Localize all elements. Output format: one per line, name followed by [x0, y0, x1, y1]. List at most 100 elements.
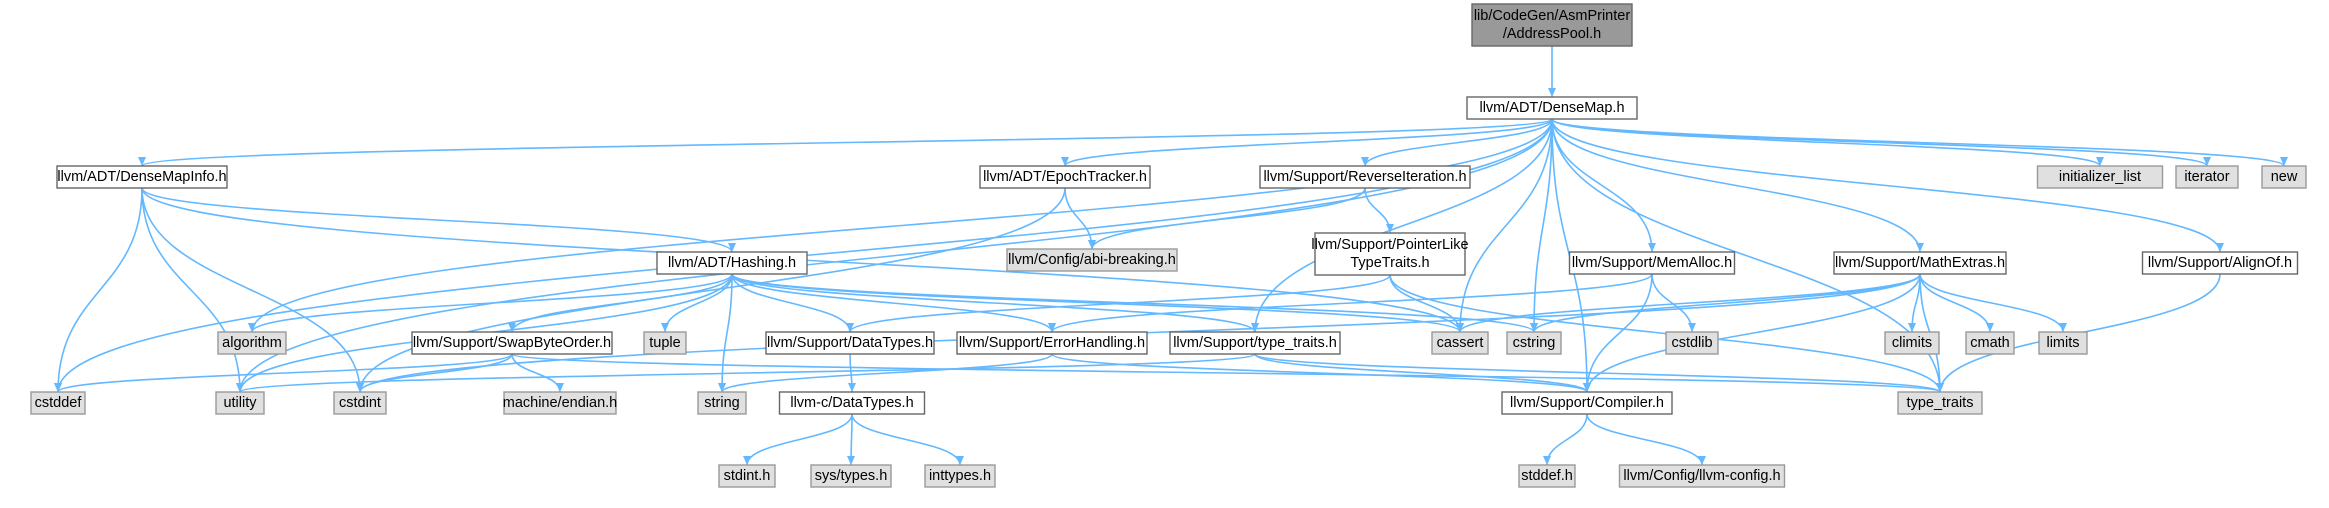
edge-compiler-to-stddefh: [1543, 413, 1588, 466]
node-label-reverseiteration: llvm/Support/ReverseIteration.h: [1263, 169, 1466, 185]
edge-densemap-to-algorithm: [248, 118, 1553, 333]
edge-densemap-to-mathextras: [1551, 118, 1924, 253]
node-label-errorhandling: llvm/Support/ErrorHandling.h: [959, 335, 1145, 351]
node-algorithm: algorithm: [217, 331, 287, 355]
node-cdatatypes[interactable]: llvm-c/DataTypes.h: [778, 391, 926, 415]
node-box-abibreaking: [1006, 248, 1178, 272]
node-box-systypes: [810, 464, 892, 488]
edge-densemap-to-epochtracker: [1061, 118, 1553, 167]
edge-densemap-to-alignof: [1551, 118, 2224, 253]
edge-mathextras-to-cstring: [1530, 273, 1921, 333]
node-stdinth: stdint.h: [718, 464, 776, 488]
node-compiler[interactable]: llvm/Support/Compiler.h: [1501, 391, 1673, 415]
node-label-epochtracker: llvm/ADT/EpochTracker.h: [983, 169, 1147, 185]
header-nodes: lib/CodeGen/AsmPrinter/AddressPool.h llvm…: [30, 3, 2307, 488]
node-label-climits: climits: [1892, 335, 1932, 351]
node-label-string: string: [704, 395, 739, 411]
edge-cdatatypes-to-systypes: [847, 413, 856, 466]
node-label-typetraitsh: llvm/Support/type_traits.h: [1173, 335, 1337, 351]
node-label-machineendian: machine/endian.h: [503, 395, 617, 411]
node-box-supportdatatypes: [765, 331, 935, 355]
edge-supportdatatypes-to-cdatatypes: [847, 353, 856, 393]
node-cassert: cassert: [1431, 331, 1489, 355]
node-box-compiler: [1501, 391, 1673, 415]
node-box-cstdlib: [1665, 331, 1719, 355]
node-box-pointerlike: [1314, 232, 1466, 276]
node-label-densemap: llvm/ADT/DenseMap.h: [1479, 100, 1624, 116]
node-tuple: tuple: [643, 331, 687, 355]
node-box-hashing: [656, 251, 808, 275]
node-alignof[interactable]: llvm/Support/AlignOf.h: [2141, 251, 2299, 275]
node-epochtracker[interactable]: llvm/ADT/EpochTracker.h: [979, 165, 1151, 189]
node-label-alignof: llvm/Support/AlignOf.h: [2148, 255, 2292, 271]
edge-swapbyteorder-to-type_traits: [511, 353, 1944, 393]
node-supportdatatypes[interactable]: llvm/Support/DataTypes.h: [765, 331, 935, 355]
node-hashing[interactable]: llvm/ADT/Hashing.h: [656, 251, 808, 275]
edge-reverseiteration-to-abibreaking: [1088, 187, 1366, 250]
node-climits: climits: [1884, 331, 1940, 355]
edge-densemap-to-cassert: [1456, 118, 1553, 333]
node-label-mathextras: llvm/Support/MathExtras.h: [1835, 255, 2005, 271]
edge-hashing-to-swapbyteorder: [508, 273, 733, 333]
edge-pointerlike-to-type_traits: [1389, 274, 1944, 393]
node-box-cstdint: [333, 391, 387, 415]
edge-typetraitsh-to-compiler: [1254, 353, 1591, 393]
edge-densemapinfo-to-hashing: [141, 187, 736, 253]
node-label-addresspool: lib/CodeGen/AsmPrinter: [1474, 8, 1631, 24]
edge-pointerlike-to-cassert: [1389, 274, 1464, 333]
edge-hashing-to-string: [718, 273, 733, 393]
edge-hashing-to-errorhandling: [731, 273, 1056, 333]
edge-reverseiteration-to-pointerlike: [1364, 187, 1394, 234]
node-box-reverseiteration: [1259, 165, 1471, 189]
node-label-densemapinfo: llvm/ADT/DenseMapInfo.h: [57, 169, 226, 185]
node-swapbyteorder[interactable]: llvm/Support/SwapByteOrder.h: [411, 331, 613, 355]
node-label-pointerlike: TypeTraits.h: [1350, 255, 1429, 271]
node-box-cdatatypes: [778, 391, 926, 415]
node-box-alignof: [2141, 251, 2299, 275]
node-reverseiteration[interactable]: llvm/Support/ReverseIteration.h: [1259, 165, 1471, 189]
node-iterator: iterator: [2175, 165, 2239, 189]
edge-hashing-to-typetraitsh: [731, 273, 1259, 333]
edge-errorhandling-to-string: [718, 353, 1053, 393]
node-label-cstdlib: cstdlib: [1671, 335, 1712, 351]
node-box-densemapinfo: [56, 165, 228, 189]
node-label-addresspool: /AddressPool.h: [1503, 26, 1601, 42]
node-densemapinfo[interactable]: llvm/ADT/DenseMapInfo.h: [56, 165, 228, 189]
edge-mathextras-to-limits: [1919, 273, 2067, 333]
node-label-supportdatatypes: llvm/Support/DataTypes.h: [767, 335, 933, 351]
node-typetraitsh[interactable]: llvm/Support/type_traits.h: [1169, 331, 1341, 355]
node-mathextras[interactable]: llvm/Support/MathExtras.h: [1833, 251, 2007, 275]
edge-swapbyteorder-to-cstdint: [356, 353, 513, 393]
node-cmath: cmath: [1965, 331, 2015, 355]
node-box-climits: [1884, 331, 1940, 355]
node-label-cstring: cstring: [1513, 335, 1556, 351]
node-cstdint: cstdint: [333, 391, 387, 415]
node-type_traits: type_traits: [1897, 391, 1983, 415]
node-inttypes: inttypes.h: [924, 464, 996, 488]
node-densemap[interactable]: llvm/ADT/DenseMap.h: [1466, 96, 1638, 120]
edge-epochtracker-to-abibreaking: [1064, 187, 1096, 250]
node-memalloc[interactable]: llvm/Support/MemAlloc.h: [1568, 251, 1736, 275]
edge-densemap-to-initializer_list: [1551, 118, 2104, 167]
node-box-typetraitsh: [1169, 331, 1341, 355]
node-llvmconfig: llvm/Config/llvm-config.h: [1618, 464, 1786, 488]
node-cstring: cstring: [1506, 331, 1562, 355]
node-box-epochtracker: [979, 165, 1151, 189]
node-machineendian: machine/endian.h: [503, 391, 617, 415]
edge-memalloc-to-cstdlib: [1651, 273, 1696, 333]
dependency-edges: [54, 45, 2288, 466]
node-label-new: new: [2271, 169, 2298, 185]
node-box-stddefh: [1518, 464, 1576, 488]
edge-epochtracker-to-cstdint: [356, 187, 1066, 393]
node-label-compiler: llvm/Support/Compiler.h: [1510, 395, 1664, 411]
node-errorhandling[interactable]: llvm/Support/ErrorHandling.h: [956, 331, 1148, 355]
edge-typetraitsh-to-type_traits: [1254, 353, 1944, 393]
node-box-initializer_list: [2036, 165, 2164, 189]
edge-densemap-to-reverseiteration: [1361, 118, 1553, 167]
node-box-cassert: [1431, 331, 1489, 355]
edge-compiler-to-llvmconfig: [1586, 413, 1706, 466]
node-label-limits: limits: [2046, 335, 2079, 351]
node-cstdlib: cstdlib: [1665, 331, 1719, 355]
